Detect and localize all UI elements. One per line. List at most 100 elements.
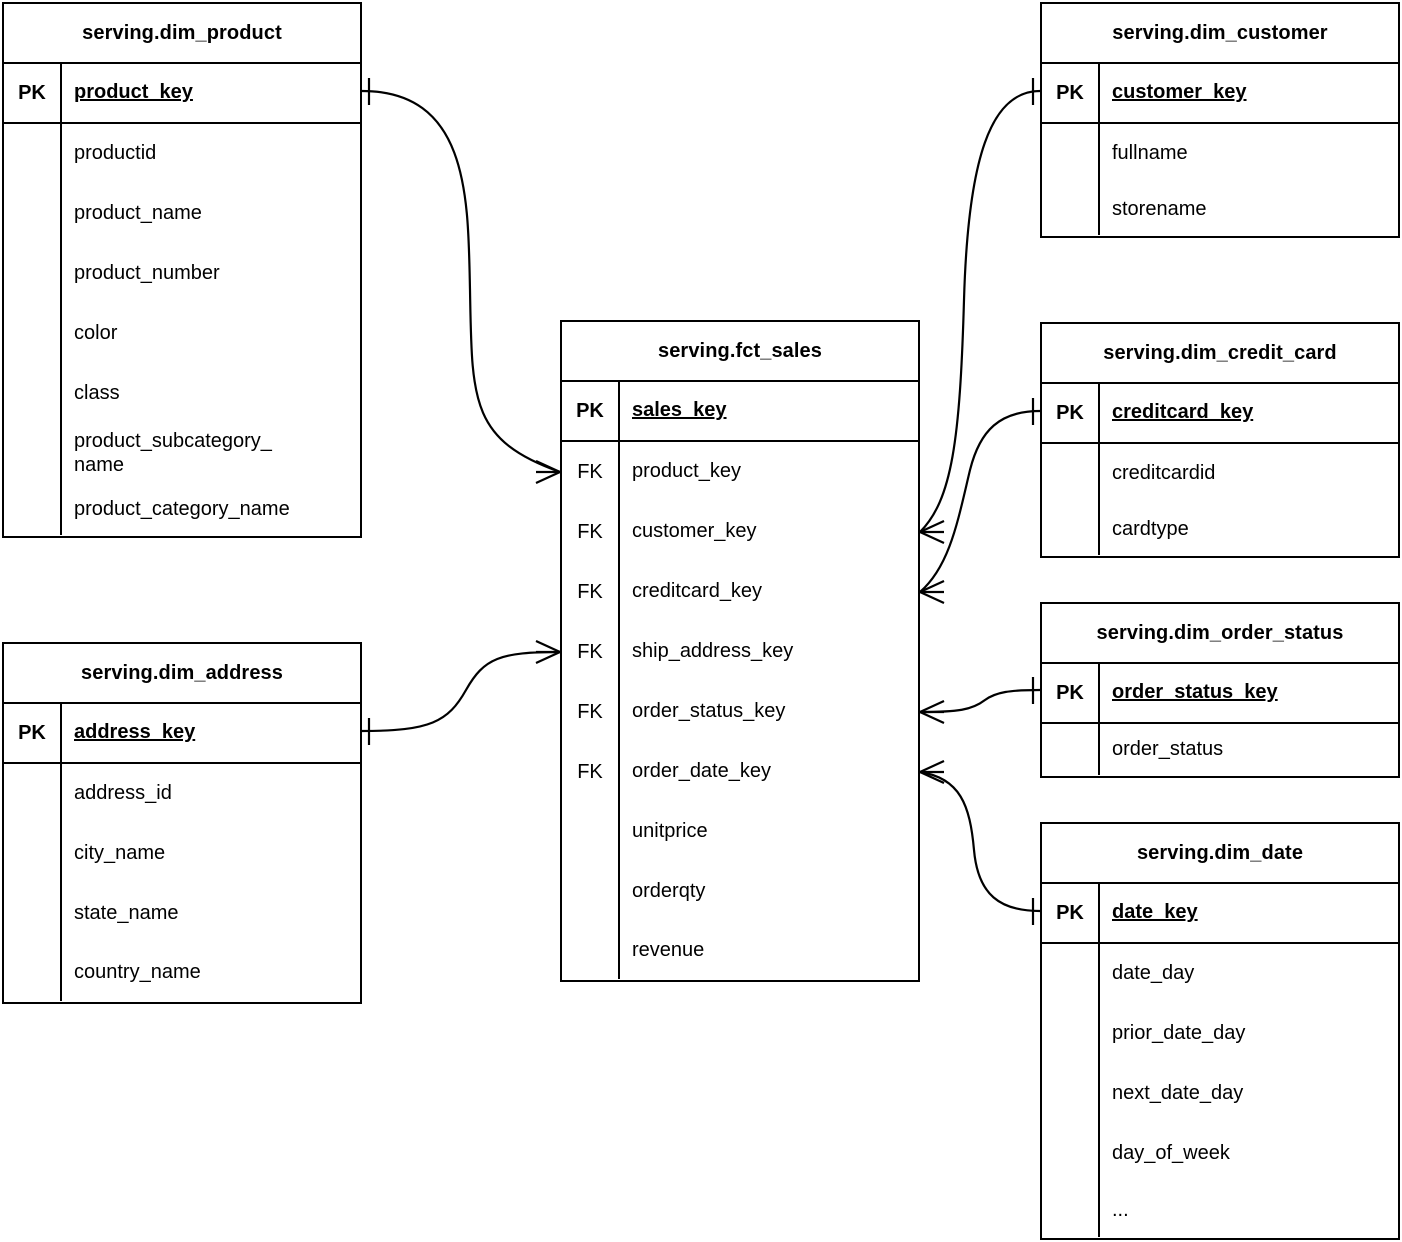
attr-key-column <box>1042 944 1100 1237</box>
crowsfoot-address-a <box>535 640 561 653</box>
crowsfoot-orderstatus-c <box>919 711 945 724</box>
entity-dim-date[interactable]: serving.dim_date PK date_key date_day pr… <box>1040 822 1400 1240</box>
attribute-date-day: date_day <box>1112 962 1195 985</box>
attributes-dim-customer: fullname storename <box>1042 124 1398 235</box>
pk-badge: PK <box>1042 384 1100 442</box>
entity-title-dim-credit-card: serving.dim_credit_card <box>1042 324 1398 384</box>
attr-name-column: fullname storename <box>1100 124 1398 235</box>
attr-name-column: order_status <box>1100 724 1398 775</box>
attr-key-column: FK FK FK FK FK FK <box>562 442 620 979</box>
attr-key-column <box>4 124 62 535</box>
relationship-date <box>919 760 1041 925</box>
attr-name-column: productid product_name product_number co… <box>62 124 360 535</box>
attribute-prior-date-day: prior_date_day <box>1112 1022 1246 1045</box>
attributes-fct-sales: FK FK FK FK FK FK product_key customer_k… <box>562 442 918 979</box>
pk-badge: PK <box>4 64 62 122</box>
pk-name-sales-key: sales_key <box>632 399 727 422</box>
pk-row-dim-product: PK product_key <box>4 64 360 124</box>
crowsfoot-creditcard-c <box>919 591 945 604</box>
fk-name-customer-key: customer_key <box>632 520 757 543</box>
pk-badge: PK <box>4 704 62 762</box>
entity-dim-credit-card[interactable]: serving.dim_credit_card PK creditcard_ke… <box>1040 322 1400 558</box>
crowsfoot-date-a <box>919 760 945 773</box>
entity-dim-product[interactable]: serving.dim_product PK product_key produ… <box>2 2 362 538</box>
attribute-product-number: product_number <box>74 262 220 285</box>
fk-badge-customer-key: FK <box>577 520 603 543</box>
attribute-next-date-day: next_date_day <box>1112 1082 1244 1105</box>
attribute-city-name: city_name <box>74 842 166 865</box>
fk-badge-order-date-key: FK <box>577 760 603 783</box>
crowsfoot-creditcard-a <box>919 580 945 593</box>
fk-badge-order-status-key: FK <box>577 700 603 723</box>
entity-title-fct-sales: serving.fct_sales <box>562 322 918 382</box>
pk-badge: PK <box>1042 884 1100 942</box>
attribute-class: class <box>74 382 120 405</box>
attr-name-column: date_day prior_date_day next_date_day da… <box>1100 944 1398 1237</box>
entity-title-dim-address: serving.dim_address <box>4 644 360 704</box>
crowsfoot-orderstatus-a <box>919 700 945 713</box>
attribute-color: color <box>74 322 118 345</box>
attr-key-column <box>1042 724 1100 775</box>
attribute-cardtype: cardtype <box>1112 517 1189 540</box>
attr-key-column <box>1042 444 1100 555</box>
fk-name-order-date-key: order_date_key <box>632 760 771 783</box>
fk-badge-creditcard-key: FK <box>577 580 603 603</box>
attribute-day-of-week: day_of_week <box>1112 1142 1230 1165</box>
pk-row-dim-customer: PK customer_key <box>1042 64 1398 124</box>
crowsfoot-address-c <box>535 651 561 664</box>
pk-row-dim-credit-card: PK creditcard_key <box>1042 384 1398 444</box>
attributes-dim-order-status: order_status <box>1042 724 1398 775</box>
attribute-order-status: order_status <box>1112 737 1224 760</box>
pk-badge: PK <box>562 382 620 440</box>
pk-name-product-key: product_key <box>74 81 193 104</box>
measure-revenue: revenue <box>632 938 705 961</box>
pk-name-customer-key: customer_key <box>1112 81 1247 104</box>
fk-name-ship-address-key: ship_address_key <box>632 640 794 663</box>
crowsfoot-product-a <box>535 460 561 473</box>
attr-name-column: creditcardid cardtype <box>1100 444 1398 555</box>
entity-dim-address[interactable]: serving.dim_address PK address_key addre… <box>2 642 362 1004</box>
attr-name-column: product_key customer_key creditcard_key … <box>620 442 918 979</box>
pk-badge: PK <box>1042 64 1100 122</box>
attribute-productid: productid <box>74 142 157 165</box>
pk-name-address-key: address_key <box>74 721 196 744</box>
attr-name-column: address_id city_name state_name country_… <box>62 764 360 1001</box>
attr-key-column <box>4 764 62 1001</box>
attributes-dim-address: address_id city_name state_name country_… <box>4 764 360 1001</box>
relationship-creditcard <box>919 398 1041 604</box>
relationship-product <box>361 78 561 484</box>
fk-badge-ship-address-key: FK <box>577 640 603 663</box>
relationship-customer <box>919 78 1041 544</box>
attributes-dim-credit-card: creditcardid cardtype <box>1042 444 1398 555</box>
entity-dim-order-status[interactable]: serving.dim_order_status PK order_status… <box>1040 602 1400 778</box>
pk-row-dim-order-status: PK order_status_key <box>1042 664 1398 724</box>
entity-title-dim-order-status: serving.dim_order_status <box>1042 604 1398 664</box>
pk-row-fct-sales: PK sales_key <box>562 382 918 442</box>
attribute-state-name: state_name <box>74 902 179 925</box>
pk-row-dim-address: PK address_key <box>4 704 360 764</box>
attribute-ellipsis: ... <box>1112 1198 1129 1221</box>
measure-orderqty: orderqty <box>632 880 706 903</box>
entity-fct-sales[interactable]: serving.fct_sales PK sales_key FK FK FK … <box>560 320 920 982</box>
entity-title-dim-customer: serving.dim_customer <box>1042 4 1398 64</box>
attribute-product-name: product_name <box>74 202 202 225</box>
crowsfoot-date-c <box>919 771 945 784</box>
attribute-product-category-name: product_category_name <box>74 497 290 520</box>
pk-name-creditcard-key: creditcard_key <box>1112 401 1254 424</box>
pk-badge: PK <box>1042 664 1100 722</box>
crowsfoot-product-c <box>535 471 561 484</box>
attr-key-column <box>1042 124 1100 235</box>
pk-name-order-status-key: order_status_key <box>1112 681 1278 704</box>
entity-dim-customer[interactable]: serving.dim_customer PK customer_key ful… <box>1040 2 1400 238</box>
attributes-dim-product: productid product_name product_number co… <box>4 124 360 535</box>
attribute-storename: storename <box>1112 197 1207 220</box>
attribute-country-name: country_name <box>74 960 201 983</box>
fk-name-creditcard-key: creditcard_key <box>632 580 763 603</box>
pk-row-dim-date: PK date_key <box>1042 884 1398 944</box>
attribute-fullname: fullname <box>1112 142 1188 165</box>
fk-name-order-status-key: order_status_key <box>632 700 786 723</box>
measure-unitprice: unitprice <box>632 820 708 843</box>
pk-name-date-key: date_key <box>1112 901 1198 924</box>
attribute-creditcardid: creditcardid <box>1112 462 1216 485</box>
